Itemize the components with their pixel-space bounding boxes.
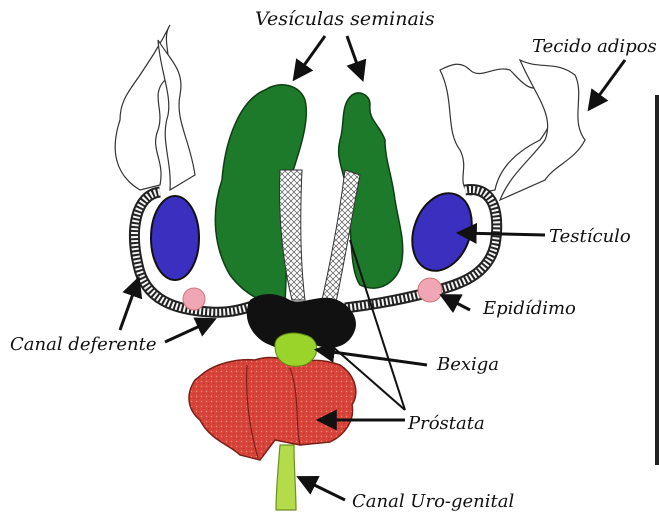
arrow-epididimo bbox=[443, 296, 470, 310]
urogenital-canal bbox=[276, 445, 296, 510]
testis-left bbox=[151, 196, 199, 280]
arrow-tecido-adiposo bbox=[590, 60, 625, 108]
arrow-canal-uro-genital bbox=[300, 478, 345, 500]
epididymis-right bbox=[418, 278, 442, 302]
arrow-canal-deferente-up bbox=[120, 280, 138, 330]
arrow-vesiculas-left bbox=[295, 36, 325, 78]
arrow-testiculo bbox=[460, 233, 545, 235]
label-canal-uro-genital: Canal Uro-genital bbox=[352, 493, 514, 511]
label-bexiga: Bexiga bbox=[437, 356, 499, 374]
prostate bbox=[189, 358, 356, 460]
label-vesiculas-seminais: Vesículas seminais bbox=[255, 10, 435, 29]
arrow-vesiculas-right bbox=[347, 36, 362, 78]
label-tecido-adiposo: Tecido adipos bbox=[532, 38, 657, 56]
label-epididimo: Epidídimo bbox=[483, 300, 576, 318]
scan-edge bbox=[655, 95, 659, 465]
label-prostata: Próstata bbox=[408, 415, 485, 433]
bladder bbox=[275, 333, 317, 366]
label-canal-deferente: Canal deferente bbox=[10, 336, 157, 354]
label-testiculo: Testículo bbox=[549, 228, 631, 246]
arrow-canal-deferente-right bbox=[165, 320, 213, 342]
adipose-tissue-left-lobe bbox=[158, 40, 195, 190]
epididymis-left bbox=[183, 288, 205, 310]
